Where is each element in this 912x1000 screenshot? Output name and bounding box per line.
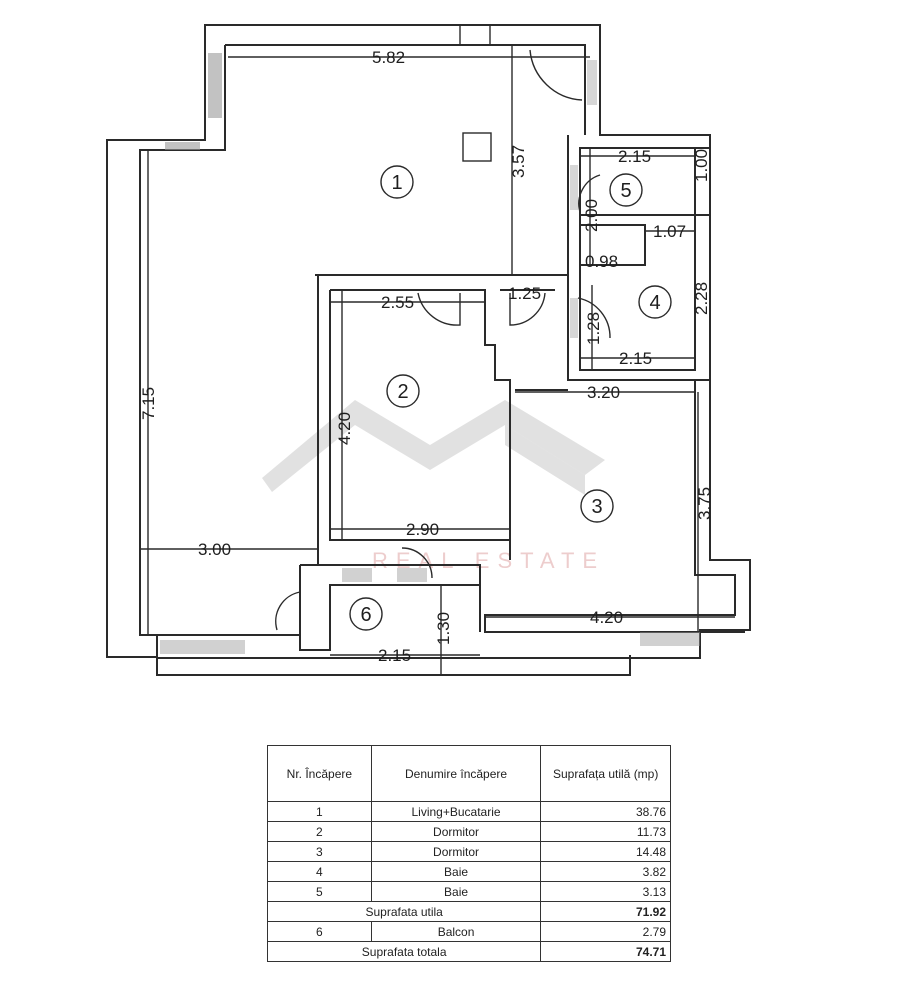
dim-2-15-bath: 2.15 <box>619 349 652 368</box>
dim-1-30: 1.30 <box>434 612 453 645</box>
svg-text:6: 6 <box>360 604 371 626</box>
svg-text:5: 5 <box>620 180 631 202</box>
dim-2-28: 2.28 <box>692 282 711 315</box>
dim-1-07: 1.07 <box>653 222 686 241</box>
balcony-row: 6 Balcon 2.79 <box>267 921 671 942</box>
dim-3-00: 3.00 <box>198 540 231 559</box>
dim-0-98: 0.98 <box>585 252 618 271</box>
watermark-logo: REAL ESTATE <box>262 400 605 573</box>
dim-2-15-top: 2.15 <box>618 147 651 166</box>
header-room-number: Nr. Încăpere <box>267 745 372 802</box>
dim-2-15-balcony: 2.15 <box>378 646 411 665</box>
outer-walls <box>106 24 751 676</box>
svg-text:3: 3 <box>591 496 602 518</box>
dim-7-15: 7.15 <box>139 387 158 420</box>
svg-text:2: 2 <box>397 381 408 403</box>
table-row: 4 Baie 3.82 <box>267 861 671 882</box>
windows <box>160 24 700 654</box>
room-marker-2: 2 <box>386 374 420 408</box>
header-room-name: Denumire încăpere <box>370 745 542 802</box>
dimension-labels: 5.82 3.57 7.15 3.00 2.55 1.25 4.20 2.90 … <box>139 48 714 665</box>
room-marker-1: 1 <box>380 165 414 199</box>
total-row: Suprafata totala 74.71 <box>266 941 671 962</box>
dim-5-82: 5.82 <box>372 48 405 67</box>
header-usable-area: Suprafața utilă (mp) <box>540 745 671 802</box>
table-row: 3 Dormitor 14.48 <box>267 841 671 862</box>
table-row: 5 Baie 3.13 <box>267 881 671 902</box>
dim-2-00: 2.00 <box>582 199 601 232</box>
watermark-text: REAL ESTATE <box>372 548 605 573</box>
svg-text:1: 1 <box>391 172 402 194</box>
dim-4-20-horizontal: 4.20 <box>590 608 623 627</box>
subtotal-row: Suprafata utila 71.92 <box>266 901 671 922</box>
table-header: Nr. Încăpere Denumire încăpere Suprafața… <box>267 745 671 802</box>
dim-3-57: 3.57 <box>509 145 528 178</box>
interior-walls <box>299 212 711 651</box>
doors <box>275 49 611 631</box>
dim-4-20-vertical: 4.20 <box>335 412 354 445</box>
room-marker-5: 5 <box>609 173 643 207</box>
room-marker-3: 3 <box>580 489 614 523</box>
table-row: 1 Living+Bucatarie 38.76 <box>267 801 671 822</box>
room-area-table: Nr. Încăpere Denumire încăpere Suprafața… <box>266 745 671 962</box>
dim-1-28: 1.28 <box>584 312 603 345</box>
dim-1-00: 1.00 <box>692 149 711 182</box>
room-markers: 1 2 3 4 5 6 <box>349 165 672 631</box>
svg-text:4: 4 <box>649 292 660 314</box>
dim-3-75: 3.75 <box>695 487 714 520</box>
floor-plan: REAL ESTATE <box>106 24 751 676</box>
dim-3-20: 3.20 <box>587 383 620 402</box>
table-row: 2 Dormitor 11.73 <box>267 821 671 842</box>
kitchen-column <box>462 132 492 162</box>
dim-2-90: 2.90 <box>406 520 439 539</box>
room-marker-4: 4 <box>638 285 672 319</box>
room-marker-6: 6 <box>349 597 383 631</box>
dim-2-55: 2.55 <box>381 293 414 312</box>
dimension-lines <box>140 45 735 675</box>
dim-1-25: 1.25 <box>508 284 541 303</box>
